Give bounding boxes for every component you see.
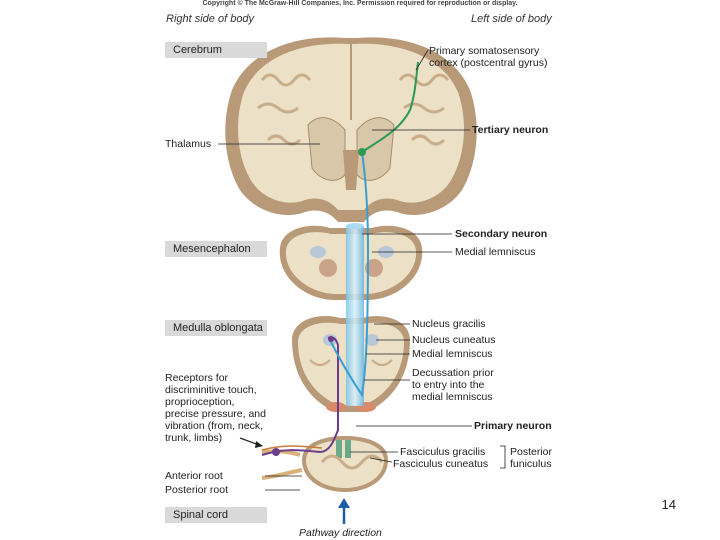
nucleus-cuneatus-label: Nucleus cuneatus: [412, 334, 496, 346]
left-side-label: Left side of body: [471, 13, 552, 25]
page-number: 14: [661, 497, 676, 512]
decussation-label-3: medial lemniscus: [412, 391, 493, 403]
posterior-funiculus-label-1: Posterior: [510, 446, 553, 458]
right-side-label: Right side of body: [166, 13, 255, 25]
spinal-cord-section-image: [261, 436, 388, 492]
tertiary-neuron-path: [361, 61, 419, 153]
medulla-label: Medulla oblongata: [165, 320, 267, 336]
decussation-label-2: to entry into the: [412, 379, 485, 391]
spinal-cord-label: Spinal cord: [165, 507, 267, 523]
primary-neuron-label: Primary neuron: [474, 420, 552, 432]
cerebrum-section-image: [225, 37, 477, 222]
secondary-neuron-tract: [346, 226, 364, 406]
medial-lemniscus-label-1: Medial lemniscus: [455, 246, 536, 258]
receptors-label-5: vibration (from, neck,: [165, 420, 264, 432]
fasciculus-gracilis-label: Fasciculus gracilis: [400, 446, 486, 458]
fasciculus-cuneatus-label: Fasciculus cuneatus: [393, 458, 489, 470]
receptors-label-2: discriminitive touch,: [165, 384, 257, 396]
somatosensory-label-1: Primary somatosensory: [429, 45, 540, 57]
decussation-label-1: Decussation prior: [412, 367, 494, 379]
tertiary-neuron-label: Tertiary neuron: [472, 124, 549, 136]
mesencephalon-label: Mesencephalon: [165, 241, 267, 257]
secondary-neuron-label: Secondary neuron: [455, 228, 548, 240]
secondary-neuron-path: [329, 151, 370, 398]
primary-neuron-path: [261, 336, 339, 456]
copyright-notice: Copyright © The McGraw-Hill Companies, I…: [202, 0, 518, 7]
posterior-root-label: Posterior root: [165, 484, 229, 496]
nucleus-gracilis-label: Nucleus gracilis: [412, 318, 486, 330]
pathway-direction-label: Pathway direction: [299, 527, 382, 539]
receptors-label-6: trunk, limbs): [165, 432, 223, 444]
receptors-label-3: proprioception,: [165, 396, 235, 408]
medial-lemniscus-label-2: Medial lemniscus: [412, 348, 493, 360]
anterior-root-label: Anterior root: [165, 470, 223, 482]
leader-lines: [218, 49, 506, 491]
posterior-funiculus-label-2: funiculus: [510, 458, 552, 470]
receptors-label-1: Receptors for: [165, 372, 229, 384]
somatosensory-label-2: cortex (postcentral gyrus): [429, 57, 548, 69]
receptors-label-4: precise pressure, and: [165, 408, 266, 420]
cerebrum-label: Cerebrum: [165, 42, 267, 58]
thalamus-label: Thalamus: [165, 138, 212, 150]
